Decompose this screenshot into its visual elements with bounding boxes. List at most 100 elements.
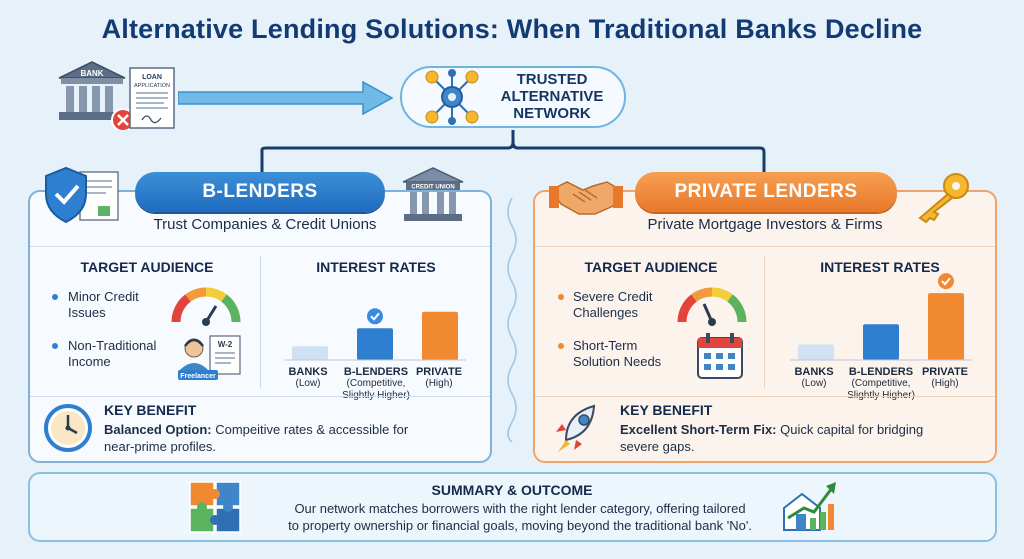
bar-banks xyxy=(798,344,834,360)
bar-label-b-lenders: B-LENDERS xyxy=(343,366,409,378)
network-line-2: ALTERNATIVE xyxy=(500,88,604,105)
divider xyxy=(30,246,490,247)
key-benefit-text: Excellent Short-Term Fix: Quick capital … xyxy=(620,421,990,455)
bar-label-private: PRIVATE xyxy=(415,366,463,378)
summary-line: to property ownership or financial goals… xyxy=(288,518,752,533)
key-benefit-text: Balanced Option: Compeitive rates & acce… xyxy=(104,421,484,455)
target-audience-title: TARGET AUDIENCE xyxy=(584,259,718,275)
key-benefit-title: KEY BENEFIT xyxy=(620,402,713,418)
clock-icon xyxy=(44,404,92,452)
bullet-dot xyxy=(52,294,58,300)
check-mark xyxy=(370,312,380,321)
bar-label-private: PRIVATE xyxy=(921,366,969,378)
private-lenders-subtitle: Private Mortgage Investors & Firms xyxy=(647,216,883,233)
bar-label-b-lenders: B-LENDERS xyxy=(848,366,914,378)
page-title: Alternative Lending Solutions: When Trad… xyxy=(101,14,923,44)
key-icon xyxy=(918,173,969,224)
bullet-line: Issues xyxy=(68,305,106,320)
b-lenders-pill: B-LENDERS xyxy=(135,172,385,212)
bullet-line: Challenges xyxy=(573,305,639,320)
private-lenders-panel xyxy=(533,190,997,463)
bar-b-lenders xyxy=(863,324,899,360)
bullet-dot xyxy=(558,294,564,300)
handshake-icon xyxy=(549,181,623,215)
bar-sub-banks: (Low) xyxy=(801,378,827,389)
bank-label: BANK xyxy=(80,69,103,78)
summary-title: SUMMARY & OUTCOME xyxy=(431,482,593,498)
calendar-icon xyxy=(697,333,743,379)
bank-declined-icon: BANK xyxy=(58,61,130,130)
credit-gauge-icon xyxy=(677,287,747,326)
credit-union-icon: CREDIT UNION xyxy=(402,167,464,221)
bar-private xyxy=(422,311,458,360)
check-mark xyxy=(941,277,951,286)
bar-banks xyxy=(292,346,328,360)
bar-sub-b-lenders: (Competitive, xyxy=(851,378,911,389)
bullet-dot xyxy=(558,343,564,349)
network-line-1: TRUSTED xyxy=(516,71,588,88)
interest-rate-chart xyxy=(284,308,466,361)
private-lenders-pill: PRIVATE LENDERS xyxy=(635,172,897,212)
arrow-to-network xyxy=(178,80,394,116)
benefit-bold: Balanced Option: xyxy=(104,422,212,437)
freelancer-label: Freelancer xyxy=(180,373,216,380)
benefit-bold: Excellent Short-Term Fix: xyxy=(620,422,777,437)
summary-text: Our network matches borrowers with the r… xyxy=(240,500,800,534)
bullet-severe-credit: Severe Credit Challenges xyxy=(573,289,683,321)
interest-rate-chart xyxy=(790,273,972,361)
benefit-line: Excellent Short-Term Fix: Quick capital … xyxy=(620,421,990,438)
highlight-check-icon xyxy=(367,308,383,325)
network-title: TRUSTED ALTERNATIVE NETWORK xyxy=(488,71,616,122)
network-gear-icon xyxy=(425,69,479,125)
divider xyxy=(764,256,765,388)
w2-label: W-2 xyxy=(218,340,233,349)
loan-application-icon: LOAN APPLICATION xyxy=(129,67,175,129)
key-benefit-box xyxy=(30,396,490,461)
bullet-line: Short-Term xyxy=(573,338,638,353)
credit-gauge-icon xyxy=(171,287,241,326)
bar-b-lenders xyxy=(357,328,393,360)
bullet-line: Minor Credit xyxy=(68,289,139,304)
network-line-3: NETWORK xyxy=(513,105,591,122)
rocket-icon xyxy=(556,404,596,452)
target-audience-title: TARGET AUDIENCE xyxy=(80,259,214,275)
svg-text:APPLICATION: APPLICATION xyxy=(134,83,170,89)
bar-label-banks: BANKS xyxy=(288,366,328,378)
bullet-line: Severe Credit xyxy=(573,289,653,304)
interest-rates-title: INTEREST RATES xyxy=(316,259,436,275)
key-benefit-title: KEY BENEFIT xyxy=(104,402,197,418)
interest-rates-title: INTEREST RATES xyxy=(820,259,940,275)
bullet-dot xyxy=(52,343,58,349)
bar-sub-b-lenders: (Competitive, xyxy=(346,378,406,389)
freelancer-icon: W-2 Freelancer xyxy=(178,335,241,380)
benefit-rest: Compeitive rates & accessible for xyxy=(211,422,409,437)
divider xyxy=(535,246,995,247)
puzzle-icon xyxy=(189,481,241,533)
divider xyxy=(260,256,261,388)
bar-label-banks: BANKS xyxy=(794,366,834,378)
shield-check-icon xyxy=(45,166,119,224)
summary-line: Our network matches borrowers with the r… xyxy=(294,501,746,516)
highlight-check-icon xyxy=(938,273,954,290)
benefit-line: Balanced Option: Compeitive rates & acce… xyxy=(104,421,484,438)
bar-sub-private: (High) xyxy=(425,378,453,389)
key-benefit-box xyxy=(535,396,995,461)
bullet-short-term: Short-Term Solution Needs xyxy=(573,338,693,370)
bar-sub-banks: (Low) xyxy=(295,378,321,389)
bullet-non-traditional: Non-Traditional Income xyxy=(68,338,188,370)
bullet-line: Non-Traditional xyxy=(68,338,157,353)
b-lenders-subtitle: Trust Companies & Credit Unions xyxy=(153,216,377,233)
benefit-rest: Quick capital for bridging xyxy=(776,422,924,437)
growth-chart-icon xyxy=(783,482,836,531)
benefit-line: near-prime profiles. xyxy=(104,439,216,454)
bar-sub-private: (High) xyxy=(931,378,959,389)
benefit-line: severe gaps. xyxy=(620,439,695,454)
bullet-line: Solution Needs xyxy=(573,354,662,369)
svg-text:LOAN: LOAN xyxy=(142,74,162,81)
bar-sub-b-lenders-2: Slightly Higher) xyxy=(847,390,915,401)
bullet-line: Income xyxy=(68,354,111,369)
bar-private xyxy=(928,293,964,360)
bar-sub-b-lenders-2: Slightly Higher) xyxy=(342,390,410,401)
credit-union-label: CREDIT UNION xyxy=(411,185,454,191)
bullet-minor-credit: Minor Credit Issues xyxy=(68,289,178,321)
